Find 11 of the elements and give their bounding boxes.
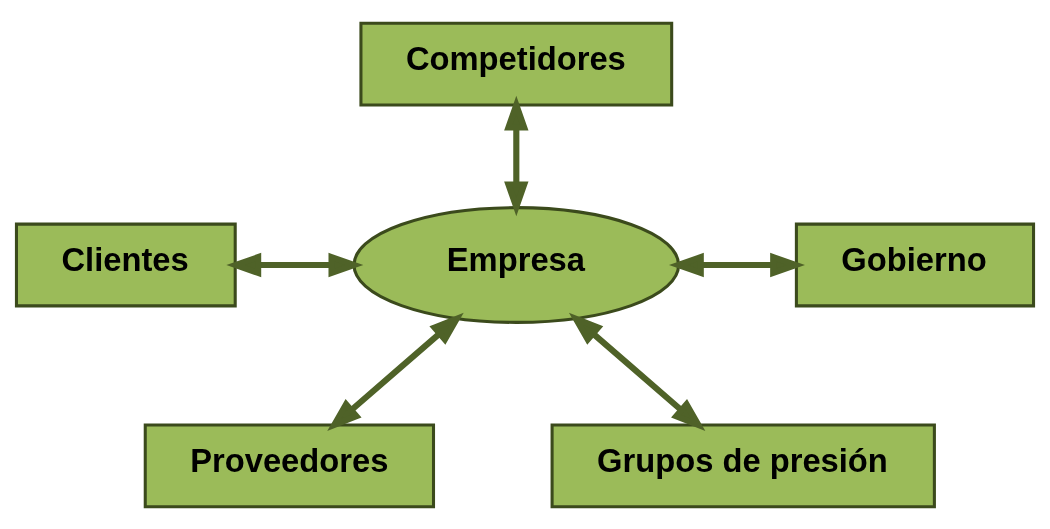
arrow <box>226 252 364 277</box>
arrow <box>568 312 706 431</box>
node-box: Proveedores <box>143 423 436 508</box>
node-box: Gobierno <box>794 222 1036 307</box>
node-box: Clientes <box>14 222 237 307</box>
node-box: Grupos de presión <box>550 423 936 508</box>
node-ellipse: Empresa <box>352 205 681 324</box>
arrow <box>669 252 805 277</box>
node-box: Competidores <box>359 21 674 106</box>
arrow <box>504 95 529 216</box>
arrow <box>327 312 464 431</box>
